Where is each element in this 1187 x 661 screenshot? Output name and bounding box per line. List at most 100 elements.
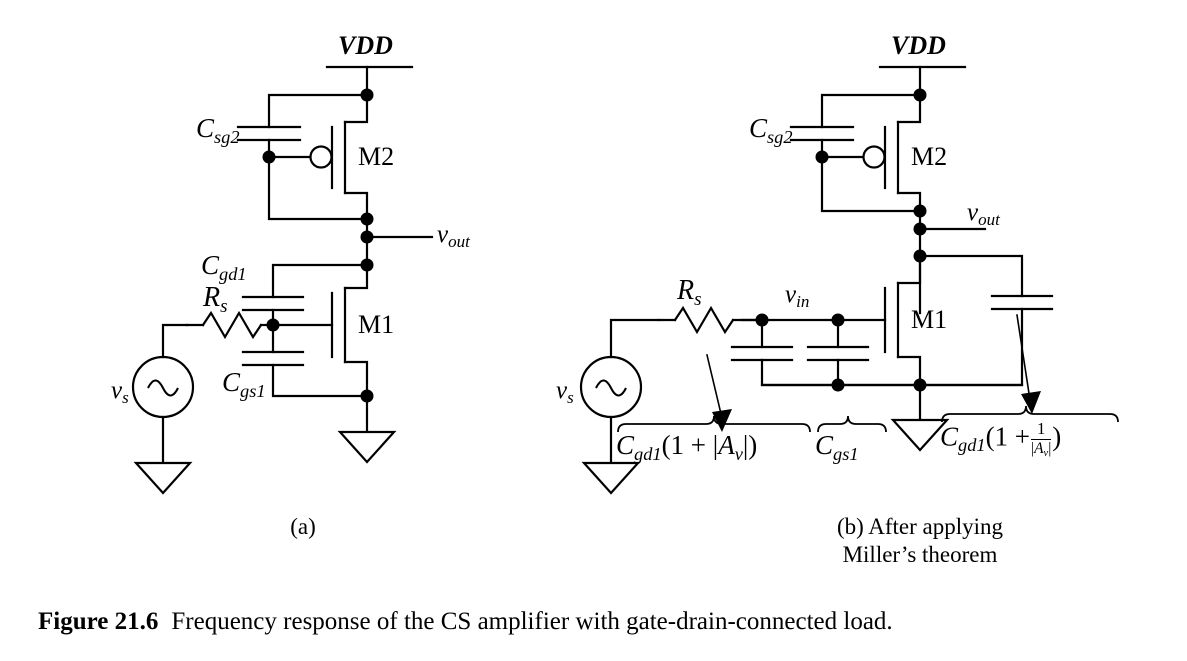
miller-output-den-open: | [1031,439,1035,457]
wire-m2-gate-drain-a [267,155,369,221]
ground-symbol-main-b [890,418,950,452]
rs-label-a-main: R [203,282,221,313]
circuit-a-group [131,65,434,495]
m1-source-wire-b [896,355,922,387]
vout-label-b: vout [967,199,1000,228]
m2-drain-wire-a [343,191,369,221]
node-gndrail-cgs1-b [831,378,845,392]
brace-cgs1-b [817,415,887,433]
cgs1-label-a: Cgs1 [222,367,266,400]
miller-output-fraction: 1|Av| [1031,420,1052,459]
miller-output-open: (1 + [985,421,1031,452]
m2-source-wire-a [343,93,369,124]
vin-label-b-main: v [785,281,797,308]
miller-input-close: |) [742,430,758,460]
arrow-miller-input-head-b [712,409,732,432]
rs-label-b-main: R [677,275,695,306]
vs-label-b-main: v [556,377,568,404]
ground-symbol-m1-a [337,430,397,464]
vs-label-b: vs [556,377,574,406]
vout-label-b-main: v [967,199,979,226]
cgs1-lead-bottom-a [271,363,369,398]
miller-output-gain-sub: v [1043,447,1049,459]
wire-cgd1-top-a [271,263,369,299]
m1-label-a: M1 [358,310,395,339]
csg2-label-b-main: C [749,113,768,143]
m1-drain-wire-a [343,263,369,290]
arrow-miller-output-shaft-b [1016,314,1031,401]
vout-label-a: vout [437,221,470,250]
vout-label-b-sub: out [978,210,1000,230]
miller-output-cap: C [940,421,959,452]
ground-symbol-source-a [133,461,193,495]
cgs1-label-a-sub: gs1 [240,380,266,401]
brace-miller-output-b [941,405,1119,423]
circuit-b-group [579,65,1119,495]
m1-source-wire-a [343,360,369,398]
subcaption-b-line2: Miller’s theorem [842,542,998,568]
rs-zigzag-a [201,310,263,340]
wire-m2-gate-drain-b [820,155,922,213]
cgs1-expression-b: Cgs1 [815,430,859,463]
wire-miller-out-top-b [918,254,1024,298]
csg2-label-b-sub: sg2 [767,126,793,147]
wire-vdd-to-csg2-a [267,93,369,129]
ac-source-sine-b [595,379,627,397]
cgd1-label-a-sub: gd1 [219,263,247,284]
miller-output-frac-den: |Av| [1031,439,1052,459]
vout-label-a-sub: out [448,232,470,252]
subcaption-a-block: (a) [248,513,358,541]
rs-label-b-sub: s [694,288,702,310]
miller-output-close: ) [1052,421,1062,452]
vs-label-a-sub: s [122,388,129,408]
m2-label-b: M2 [911,142,948,171]
miller-output-frac-num: 1 [1031,420,1052,440]
vs-label-a: vs [111,378,129,406]
cgs1-label-a-main: C [222,367,241,397]
rs-zigzag-b [673,305,735,335]
miller-input-gain-sub: v [734,443,743,464]
m2-label-a: M2 [358,142,395,171]
subcaption-b-block: (b) After applying Miller’s theorem [770,513,1070,569]
subcaption-a: (a) [290,514,316,539]
vs-label-b-sub: s [567,388,574,408]
miller-input-gain: A [718,430,735,460]
cgs1-label-b-sub: gs1 [833,443,859,464]
cgd1-label-a: Cgd1 [201,250,247,283]
cgd1-label-a-main: C [201,250,220,280]
rs-label-a: Rs [203,282,228,316]
miller-input-open: (1 + | [661,430,719,460]
miller-input-cap: C [616,430,635,460]
vin-label-b: vin [785,281,809,310]
csg2-label-a-sub: sg2 [214,126,240,147]
m1-drain-wire-b [896,254,922,285]
csg2-label-a: Csg2 [196,113,240,146]
m1-label-b: M1 [911,305,948,334]
pmos-bubble-m2-b [862,145,886,169]
vout-label-a-main: v [437,221,449,248]
arrow-miller-input-shaft-b [706,354,723,419]
miller-output-den-close: | [1048,439,1052,457]
vin-label-b-sub: in [796,292,810,312]
ac-source-sine-a [147,379,179,397]
m2-source-wire-b [896,93,922,124]
pmos-bubble-m2-a [309,145,333,169]
vdd-label-b: VDD [891,31,946,60]
miller-output-expression-b: Cgd1(1 +1|Av|) [940,420,1062,459]
rs-label-b: Rs [677,275,702,309]
miller-output-cap-sub: gd1 [958,435,986,456]
miller-input-cap-sub: gd1 [634,443,662,464]
wire-vdd-to-csg2-b [820,93,922,129]
figure-caption-text: Frequency response of the CS amplifier w… [171,608,893,635]
ground-symbol-source-b [581,461,641,495]
source-top-lead-b [609,318,661,359]
arrow-miller-output-head-b [1021,391,1041,414]
miller-output-gain: A [1034,439,1044,457]
miller-input-expression-b: Cgd1(1 + |Av|) [616,430,758,463]
vdd-label-a: VDD [338,31,393,60]
cgs1-label-b-main: C [815,430,834,460]
csg2-label-a-main: C [196,113,215,143]
rs-label-a-sub: s [220,295,228,317]
